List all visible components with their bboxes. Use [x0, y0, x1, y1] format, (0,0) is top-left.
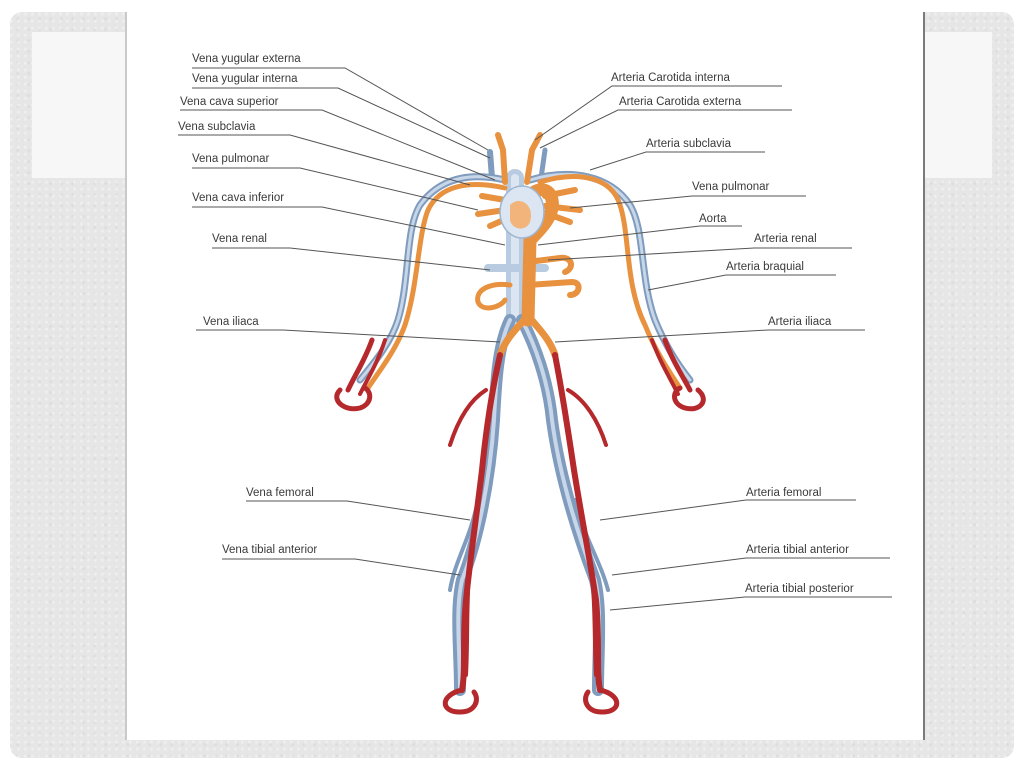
label-vena-yugular-externa: Vena yugular externa: [192, 53, 301, 65]
label-arteria-iliaca: Arteria iliaca: [768, 316, 832, 328]
label-arteria-carotida-externa: Arteria Carotida externa: [619, 96, 742, 108]
label-vena-cava-superior: Vena cava superior: [180, 96, 279, 108]
label-vena-pulmonar-left: Vena pulmonar: [192, 153, 270, 165]
leader-lines: [178, 67, 892, 611]
label-arteria-tibial-anterior: Arteria tibial anterior: [746, 544, 849, 556]
label-vena-subclavia: Vena subclavia: [178, 121, 256, 133]
arteries-lower: [334, 337, 706, 715]
label-vena-yugular-interna: Vena yugular interna: [192, 73, 298, 85]
label-arteria-braquial: Arteria braquial: [726, 261, 804, 273]
label-vena-iliaca: Vena iliaca: [203, 316, 259, 328]
label-vena-tibial-anterior: Vena tibial anterior: [222, 544, 318, 556]
label-vena-cava-inferior: Vena cava inferior: [192, 192, 285, 204]
label-vena-femoral: Vena femoral: [246, 487, 314, 499]
label-vena-pulmonar-right: Vena pulmonar: [692, 181, 770, 193]
label-arteria-renal: Arteria renal: [754, 233, 817, 245]
label-vena-renal: Vena renal: [212, 233, 267, 245]
label-arteria-subclavia: Arteria subclavia: [646, 138, 732, 150]
circulatory-diagram-panel: [125, 12, 925, 740]
label-arteria-tibial-posterior: Arteria tibial posterior: [745, 583, 854, 595]
label-arteria-carotida-interna: Arteria Carotida interna: [611, 72, 730, 84]
label-arteria-femoral: Arteria femoral: [746, 487, 822, 499]
label-aorta: Aorta: [699, 213, 727, 225]
heart: [499, 185, 545, 239]
